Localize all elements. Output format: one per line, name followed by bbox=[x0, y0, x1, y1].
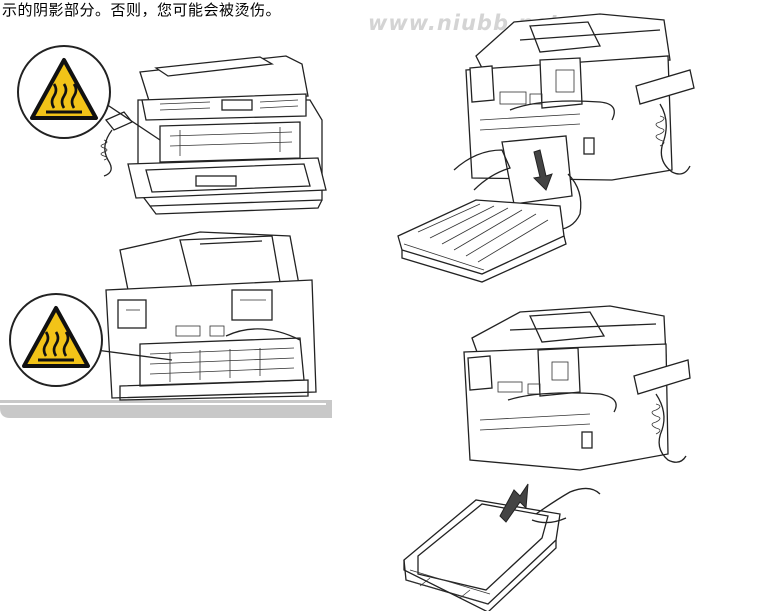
printer-back-open-illustration bbox=[95, 231, 317, 401]
jammed-paper-removal-illustration bbox=[397, 13, 695, 283]
paper-tray-insert-illustration bbox=[403, 305, 691, 611]
hot-surface-warning-icon bbox=[17, 45, 111, 139]
printer-front-open-illustration bbox=[99, 55, 327, 215]
section-shadow-band bbox=[0, 400, 332, 418]
hot-surface-warning-icon bbox=[9, 293, 103, 387]
instruction-caption: 示的阴影部分。否则，您可能会被烫伤。 bbox=[2, 1, 282, 19]
